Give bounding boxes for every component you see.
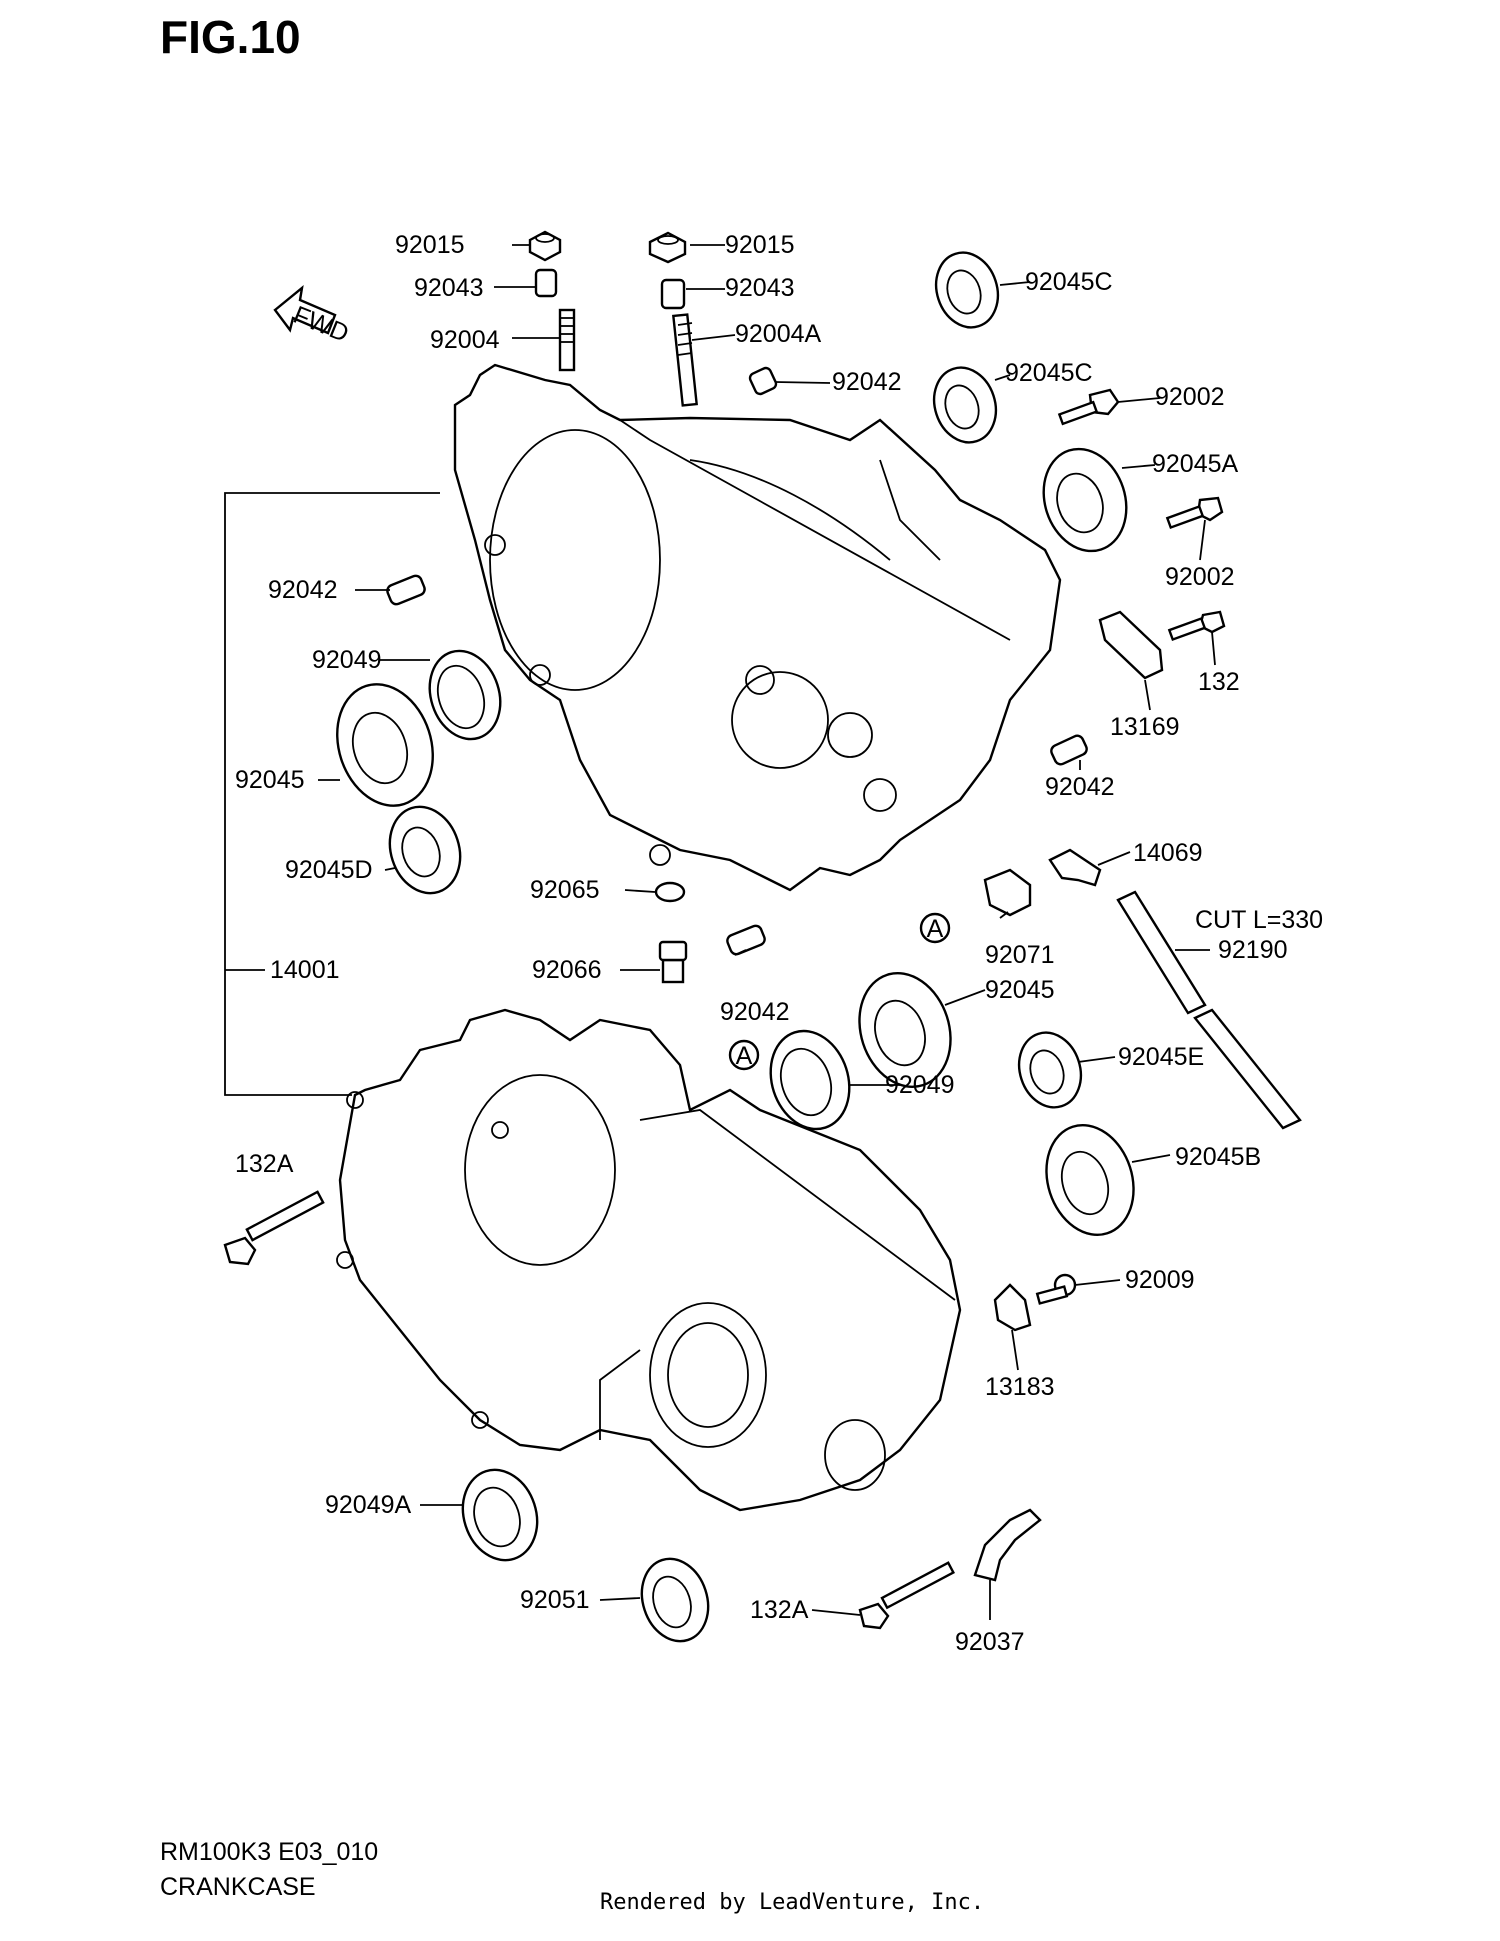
callout-label: 92049A xyxy=(325,1491,412,1519)
section-name: CRANKCASE xyxy=(160,1873,316,1901)
bolt-92009 xyxy=(1035,1273,1077,1305)
bolt-92002-lower xyxy=(1165,496,1224,530)
callout-labels: 92015 92043 92004 92015 92043 92004A 920… xyxy=(235,231,1323,1656)
callout-label: 92015 xyxy=(395,231,465,259)
sleeve-92043-right xyxy=(660,278,686,310)
nut-92015-left xyxy=(528,230,562,262)
bearing-92045e xyxy=(1017,1031,1083,1109)
dowel-92042-top xyxy=(748,366,778,396)
bolt-92066 xyxy=(658,940,688,984)
callout-label: 92190 xyxy=(1218,936,1288,964)
callout-label: 92045 xyxy=(235,766,305,794)
callout-label: 92043 xyxy=(414,274,484,302)
bearing-92045d xyxy=(388,805,462,895)
callout-label: 92015 xyxy=(725,231,795,259)
render-credit: Rendered by LeadVenture, Inc. xyxy=(600,1890,985,1915)
callout-label: 92066 xyxy=(532,956,602,984)
bolt-132 xyxy=(1167,610,1226,642)
callout-label: 92045B xyxy=(1175,1143,1261,1171)
callout-label: 92042 xyxy=(1045,773,1115,801)
callout-label: CUT L=330 xyxy=(1195,906,1323,934)
callout-label: 92045E xyxy=(1118,1043,1204,1071)
fwd-arrow-icon: FWD xyxy=(273,285,353,348)
callout-label: 92009 xyxy=(1125,1266,1195,1294)
washer-92065 xyxy=(654,881,686,903)
lower-crankcase-half xyxy=(336,1008,962,1512)
section-marker-a-left-label: A xyxy=(736,1042,753,1070)
callout-label: 92045 xyxy=(985,976,1055,1004)
bearing-92045a xyxy=(1042,447,1128,553)
bolt-132a-left xyxy=(223,1190,325,1266)
callout-label: 92051 xyxy=(520,1586,590,1614)
seal-92049-upper xyxy=(428,649,502,741)
bearing-92045-center xyxy=(858,971,952,1089)
section-marker-a-right xyxy=(919,912,951,944)
stud-92004a xyxy=(672,313,698,407)
callout-label: 92045D xyxy=(285,856,373,884)
nut-92015-right xyxy=(648,231,687,264)
section-marker-a-right-label: A xyxy=(927,915,944,943)
seal-92049a xyxy=(461,1468,539,1562)
callout-label: 92065 xyxy=(530,876,600,904)
callout-label: 14001 xyxy=(270,956,340,984)
callout-label: 92004 xyxy=(430,326,500,354)
callout-label: 92042 xyxy=(268,576,338,604)
section-marker-a-left xyxy=(728,1039,760,1071)
bearing-92045b xyxy=(1045,1123,1135,1237)
leader-lines xyxy=(224,244,1216,1620)
seal-92049-center xyxy=(769,1029,851,1131)
callout-label: 92042 xyxy=(832,368,902,396)
sleeve-92043-left xyxy=(534,268,558,298)
fitting-14069 xyxy=(1048,848,1102,887)
callout-label: 13169 xyxy=(1110,713,1180,741)
callout-label: 14069 xyxy=(1133,839,1203,867)
dowel-92042-lower xyxy=(726,924,766,956)
callout-label: 13183 xyxy=(985,1373,1055,1401)
figure-title: FIG.10 xyxy=(160,11,301,63)
bearing-92045c-mid xyxy=(932,366,998,444)
callout-label: 92045C xyxy=(1005,359,1093,387)
callout-label: 92049 xyxy=(885,1071,955,1099)
callout-label: 132A xyxy=(750,1596,809,1624)
bearing-92045-left xyxy=(336,683,434,807)
upper-crankcase-half xyxy=(453,363,1062,892)
callout-label: 92049 xyxy=(312,646,382,674)
callout-label: 92042 xyxy=(720,998,790,1026)
clamp-92037 xyxy=(973,1508,1042,1582)
callout-label: 132 xyxy=(1198,668,1240,696)
bolt-92002-upper xyxy=(1057,388,1120,426)
dowel-92042-right xyxy=(1050,734,1088,766)
plug-92071 xyxy=(983,868,1032,917)
bearing-92045c-top xyxy=(934,251,1000,329)
stud-92004 xyxy=(558,308,576,372)
callout-label: 132A xyxy=(235,1150,294,1178)
model-code: RM100K3 E03_010 xyxy=(160,1838,379,1866)
callout-label: 92043 xyxy=(725,274,795,302)
callout-label: 92071 xyxy=(985,941,1055,969)
callout-label: 92037 xyxy=(955,1628,1025,1656)
bolt-132a-bottom xyxy=(858,1561,955,1630)
hose-92190 xyxy=(1116,890,1302,1130)
callout-label: 92004A xyxy=(735,320,822,348)
bracket-13183 xyxy=(993,1283,1032,1332)
bracket-13169 xyxy=(1098,610,1164,680)
callout-label: 92045C xyxy=(1025,268,1113,296)
seal-92051 xyxy=(640,1557,710,1643)
dowel-92042-left xyxy=(386,574,426,606)
callout-label: 92002 xyxy=(1155,383,1225,411)
callout-label: 92002 xyxy=(1165,563,1235,591)
callout-label: 92045A xyxy=(1152,450,1239,478)
